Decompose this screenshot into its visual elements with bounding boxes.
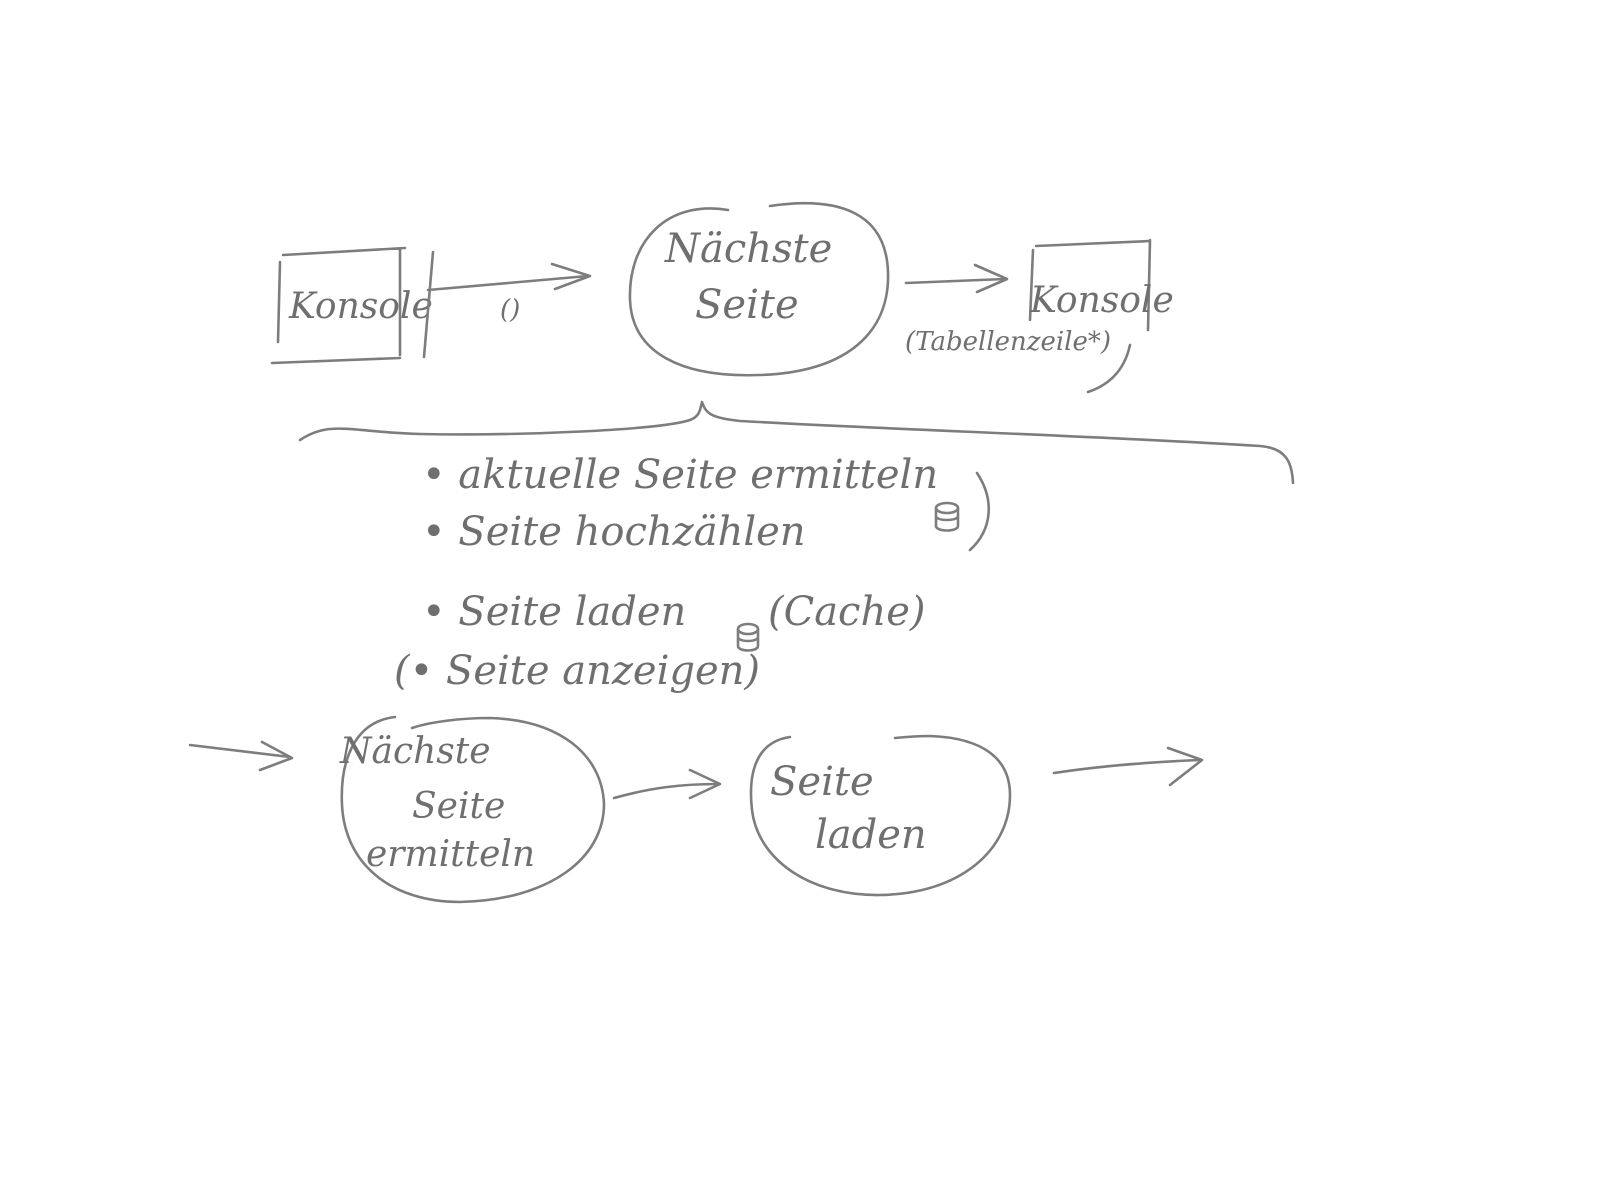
node2-line1: Seite	[770, 759, 874, 805]
database-icon	[736, 622, 760, 652]
step-item-3-suffix: (Cache)	[768, 589, 926, 635]
node-seite-laden: Seite laden	[749, 734, 1012, 897]
naechste-seite-line1: Nächste	[664, 226, 832, 272]
curly-brace	[298, 400, 1295, 485]
arrow-param-label: ()	[500, 295, 520, 325]
konsole-right-note: (Tabellenzeile*)	[905, 327, 1111, 357]
steps-list: • aktuelle Seite ermitteln • Seite hochz…	[394, 452, 990, 694]
step-item-3: • Seite laden	[422, 589, 686, 635]
step-item-2: • Seite hochzählen	[422, 509, 806, 555]
arrow-naechste-seite-to-konsole	[904, 263, 1009, 294]
node2-line2: laden	[815, 812, 927, 858]
node-naechste-seite: Nächste Seite	[628, 202, 890, 377]
konsole-right-label: Konsole	[1029, 280, 1174, 321]
node1-line1: Nächste	[339, 731, 491, 772]
arrow-node1-to-node2	[612, 768, 722, 800]
step-item-4: (• Seite anzeigen)	[394, 648, 760, 694]
konsole-box-right: Konsole (Tabellenzeile*)	[905, 238, 1174, 394]
node1-line3: ermitteln	[366, 834, 535, 875]
node-naechste-seite-ermitteln: Nächste Seite ermitteln	[339, 715, 606, 904]
arrow-konsole-to-naechste-seite: ()	[422, 250, 592, 359]
konsole-box-left: Konsole	[270, 246, 433, 365]
node1-line2: Seite	[412, 786, 505, 827]
outgoing-arrow	[1052, 746, 1204, 787]
step-bracket	[968, 471, 990, 552]
incoming-arrow	[188, 740, 294, 772]
database-icon	[934, 501, 960, 532]
konsole-left-label: Konsole	[288, 286, 433, 327]
step-item-1: • aktuelle Seite ermitteln	[422, 452, 938, 498]
naechste-seite-line2: Seite	[695, 282, 799, 328]
